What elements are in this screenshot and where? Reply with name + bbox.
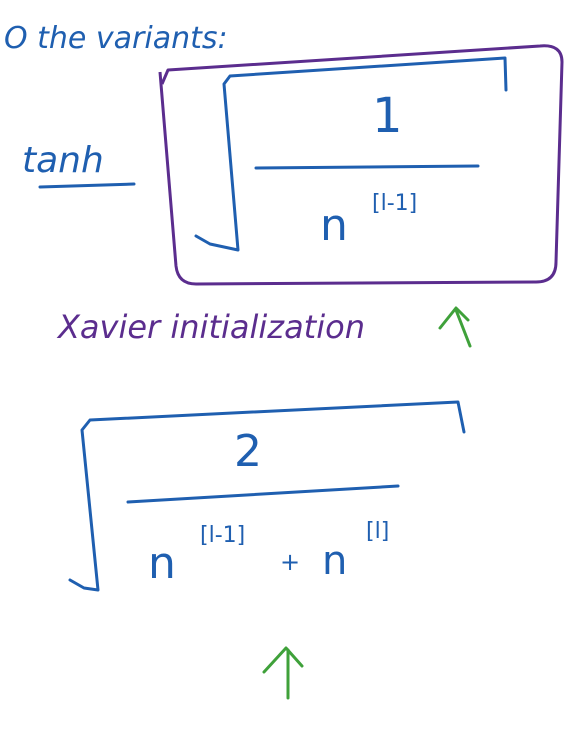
- up-arrow-icon: [262, 646, 304, 700]
- formula-1-numerator: 1: [372, 88, 403, 144]
- caption-text: Xavier initialization: [56, 308, 365, 346]
- activation-label: tanh: [22, 140, 104, 181]
- fraction-bar-1: [254, 164, 480, 170]
- formula-2-term1-superscript: [l-1]: [200, 523, 245, 548]
- formula-1-superscript: [l-1]: [372, 191, 417, 216]
- formula-2-numerator: 2: [234, 426, 262, 477]
- formula-2: 2 n [l-1] + n [l]: [68, 400, 466, 592]
- activation-underline: [38, 182, 136, 189]
- formula-1-base: n: [320, 200, 348, 251]
- formula-2-term2-superscript: [l]: [366, 519, 389, 544]
- formula-2-term1-base: n: [148, 538, 176, 589]
- fraction-bar-2: [126, 484, 400, 504]
- sqrt-sign-2: [68, 400, 466, 592]
- up-arrow-icon: [438, 306, 472, 348]
- formula-1: 1 n [l-1]: [194, 56, 508, 252]
- formula-2-plus: +: [280, 548, 300, 576]
- formula-2-term2-base: n: [322, 538, 347, 584]
- heading-text: O the variants:: [4, 21, 228, 56]
- highlight-box: [158, 44, 564, 286]
- sqrt-sign-1: [194, 56, 508, 252]
